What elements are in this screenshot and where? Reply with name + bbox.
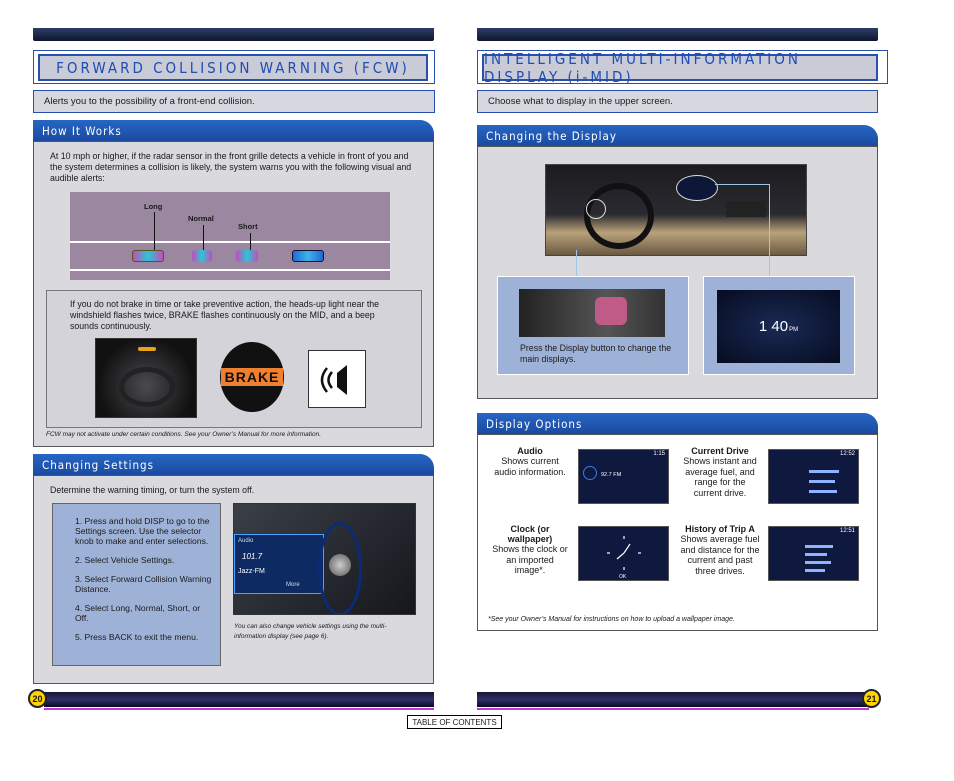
step-1: 1. Press and hold DISP to go to the Sett… — [75, 516, 210, 546]
description-left: Alerts you to the possibility of a front… — [33, 90, 435, 113]
car-long-icon — [132, 250, 164, 262]
clock-screen: 1 40 PM — [717, 290, 840, 363]
section-heading-text: Display Options — [486, 416, 583, 431]
car-normal-icon — [192, 250, 212, 262]
settings-note: You can also change vehicle settings usi… — [234, 623, 387, 640]
option-title: Clock (or wallpaper) — [507, 524, 553, 544]
console-photo: Audio 101.7 Jazz-FM More — [233, 503, 416, 615]
page-number-left: 20 — [28, 689, 47, 708]
option-desc: Shows instant and average fuel, and rang… — [683, 456, 757, 498]
clock-suffix: PM — [789, 326, 799, 333]
step-5: 5. Press BACK to exit the menu. — [75, 632, 199, 642]
display-button-marker — [586, 199, 606, 219]
display-button-photo — [519, 289, 665, 337]
label-normal: Normal — [188, 214, 214, 223]
section-heading-changing-display: Changing the Display — [477, 125, 878, 146]
car-front-icon — [292, 250, 324, 262]
option-title: Audio — [517, 446, 543, 456]
top-bar-right — [477, 28, 878, 41]
how-it-works-intro: At 10 mph or higher, if the radar sensor… — [50, 151, 412, 183]
mid-screen-marker — [676, 175, 718, 201]
dashboard-photo — [95, 338, 197, 418]
title-frame-left — [33, 50, 435, 84]
screen-row-more: More — [286, 582, 300, 588]
current-drive-thumb: 12:52 — [768, 449, 859, 504]
page-number-text: 21 — [866, 693, 877, 704]
selector-knob-icon — [329, 554, 351, 576]
brake-alert-text: If you do not brake in time or take prev… — [70, 299, 380, 331]
label-short: Short — [238, 222, 258, 231]
table-of-contents-link[interactable]: TABLE OF CONTENTS — [407, 715, 502, 729]
distance-diagram: Long Normal Short — [70, 192, 390, 280]
display-button-caption: Press the Display button to change the m… — [520, 343, 672, 364]
cabin-photo — [545, 164, 807, 256]
page-title-text: FORWARD COLLISION WARNING (FCW) — [56, 58, 410, 77]
screen-row-audio: Audio — [238, 538, 254, 544]
option-desc: Shows the clock or an imported image*. — [492, 544, 568, 575]
option-desc: Shows average fuel and distance for the … — [680, 534, 760, 576]
toc-label: TABLE OF CONTENTS — [412, 717, 497, 727]
description-text: Choose what to display in the upper scre… — [488, 96, 673, 107]
section-heading-changing-settings: Changing Settings — [33, 454, 434, 475]
option-desc: Shows current audio information. — [494, 456, 566, 477]
screen-row-freq: 101.7 — [242, 552, 263, 561]
label-long: Long — [144, 202, 163, 211]
step-4: 4. Select Long, Normal, Short, or Off. — [75, 603, 201, 623]
steps-box: 1. Press and hold DISP to go to the Sett… — [52, 503, 221, 666]
thumb-text: OK — [619, 574, 627, 580]
clock-thumb: OK — [578, 526, 669, 581]
clock-time: 1 40 — [758, 318, 789, 335]
thumb-text: 92.7 FM — [601, 472, 622, 478]
top-bar-left — [33, 28, 434, 41]
option-history-trip-a: History of Trip A Shows average fuel and… — [680, 524, 760, 576]
option-clock: Clock (or wallpaper) Shows the clock or … — [492, 524, 568, 576]
title-frame-right — [477, 50, 888, 84]
thumb-time: 1:15 — [653, 451, 665, 457]
wallpaper-note: *See your Owner’s Manual for instruction… — [488, 616, 735, 623]
changing-settings-intro: Determine the warning timing, or turn th… — [50, 485, 255, 495]
page-number-right: 21 — [862, 689, 881, 708]
beep-sound-icon — [308, 350, 366, 408]
car-short-icon — [236, 250, 258, 262]
description-right: Choose what to display in the upper scre… — [477, 90, 878, 113]
section-heading-text: How It Works — [42, 123, 122, 138]
section-heading-text: Changing the Display — [486, 128, 617, 143]
page-title-left: FORWARD COLLISION WARNING (FCW) — [38, 54, 428, 81]
option-title: History of Trip A — [685, 524, 755, 534]
analog-clock-icon — [607, 536, 641, 570]
section-heading-text: Changing Settings — [42, 457, 154, 472]
brake-mid-display: BRAKE — [220, 342, 284, 412]
step-3: 3. Select Forward Collision Warning Dist… — [75, 574, 212, 594]
step-2: 2. Select Vehicle Settings. — [75, 555, 175, 565]
thumb-time: 12:51 — [839, 528, 855, 534]
bottom-bar-left — [44, 692, 434, 710]
option-audio: Audio Shows current audio information. — [492, 446, 568, 477]
option-current-drive: Current Drive Shows instant and average … — [680, 446, 760, 498]
page-title-text: INTELLIGENT MULTI-INFORMATION DISPLAY (i… — [484, 49, 801, 86]
audio-thumb-icon — [583, 466, 597, 480]
description-text: Alerts you to the possibility of a front… — [44, 96, 255, 107]
display-button-icon — [595, 297, 627, 325]
fcw-note: FCW may not activate under certain condi… — [46, 431, 322, 438]
page-title-right: INTELLIGENT MULTI-INFORMATION DISPLAY (i… — [482, 50, 878, 86]
history-trip-thumb: 12:51 — [768, 526, 859, 581]
section-heading-display-options: Display Options — [477, 413, 878, 434]
section-heading-how-it-works: How It Works — [33, 120, 434, 141]
bottom-bar-right — [477, 692, 869, 710]
audio-screen-thumb: 1:15 92.7 FM — [578, 449, 669, 504]
page-number-text: 20 — [32, 693, 43, 704]
option-title: Current Drive — [691, 446, 749, 456]
brake-label: BRAKE — [220, 368, 284, 386]
thumb-time: 12:52 — [839, 451, 855, 457]
screen-row-station: Jazz-FM — [238, 568, 265, 575]
